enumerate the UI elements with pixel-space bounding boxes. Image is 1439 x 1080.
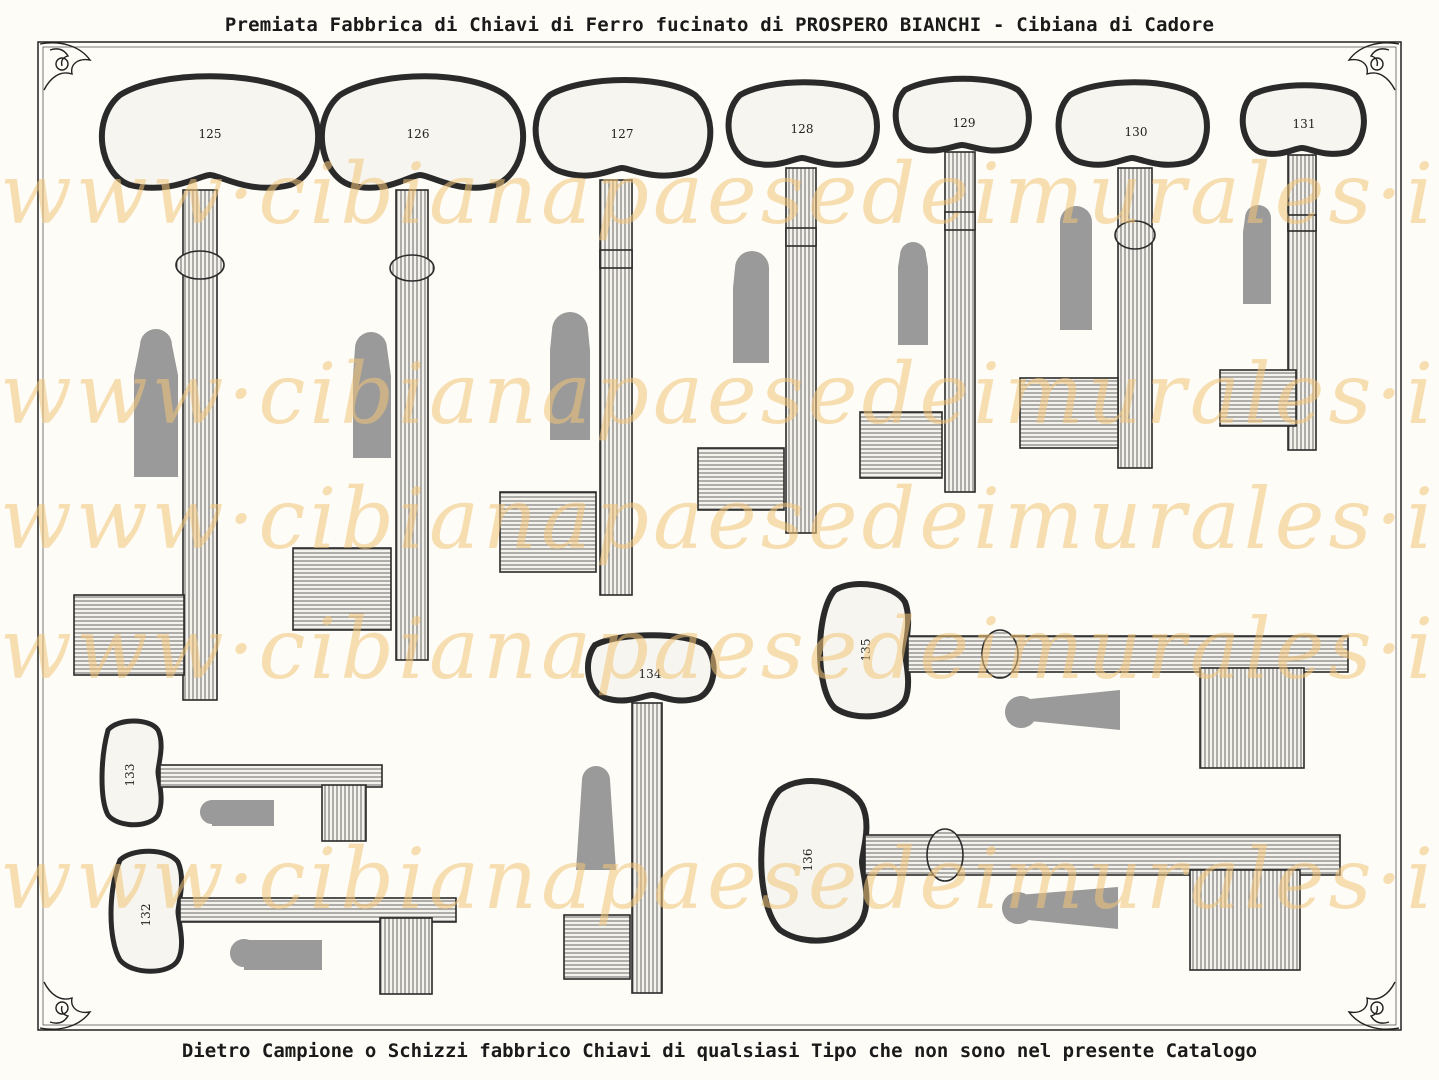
- key-number-130: 130: [1125, 125, 1148, 139]
- key-127: [499, 77, 714, 596]
- key-126: [292, 73, 527, 661]
- key-128: [697, 79, 880, 534]
- key-number-129: 129: [953, 116, 976, 130]
- key-125-escutcheon: [134, 329, 178, 477]
- key-number-132: 132: [139, 904, 153, 927]
- key-125-bow: [98, 73, 322, 191]
- corner-ornament-bottom-left: [39, 981, 92, 1030]
- key-129: [859, 75, 1032, 493]
- key-135: [817, 581, 1349, 769]
- key-number-127: 127: [611, 127, 634, 141]
- key-number-128: 128: [791, 122, 814, 136]
- key-130: [1019, 79, 1210, 469]
- key-number-134: 134: [639, 667, 662, 681]
- page-border: [37, 41, 1402, 1031]
- key-134: [563, 632, 717, 994]
- catalog-footer-note: Dietro Campione o Schizzi fabbrico Chiav…: [181, 1040, 1258, 1062]
- key-132: [108, 848, 457, 995]
- key-number-133: 133: [123, 764, 137, 787]
- key-number-131: 131: [1293, 117, 1316, 131]
- catalog-title: Premiata Fabbrica di Chiavi di Ferro fuc…: [224, 14, 1215, 36]
- key-number-126: 126: [407, 127, 430, 141]
- key-number-135: 135: [859, 639, 873, 662]
- corner-ornament-bottom-right: [1347, 981, 1400, 1030]
- corner-ornament-top-right: [1347, 42, 1400, 91]
- corner-ornament-top-left: [39, 42, 92, 91]
- key-number-125: 125: [199, 127, 222, 141]
- key-131: [1219, 82, 1367, 451]
- key-136: [758, 778, 1341, 971]
- key-125: [73, 73, 322, 701]
- key-number-136: 136: [801, 849, 815, 872]
- key-133: [99, 718, 383, 842]
